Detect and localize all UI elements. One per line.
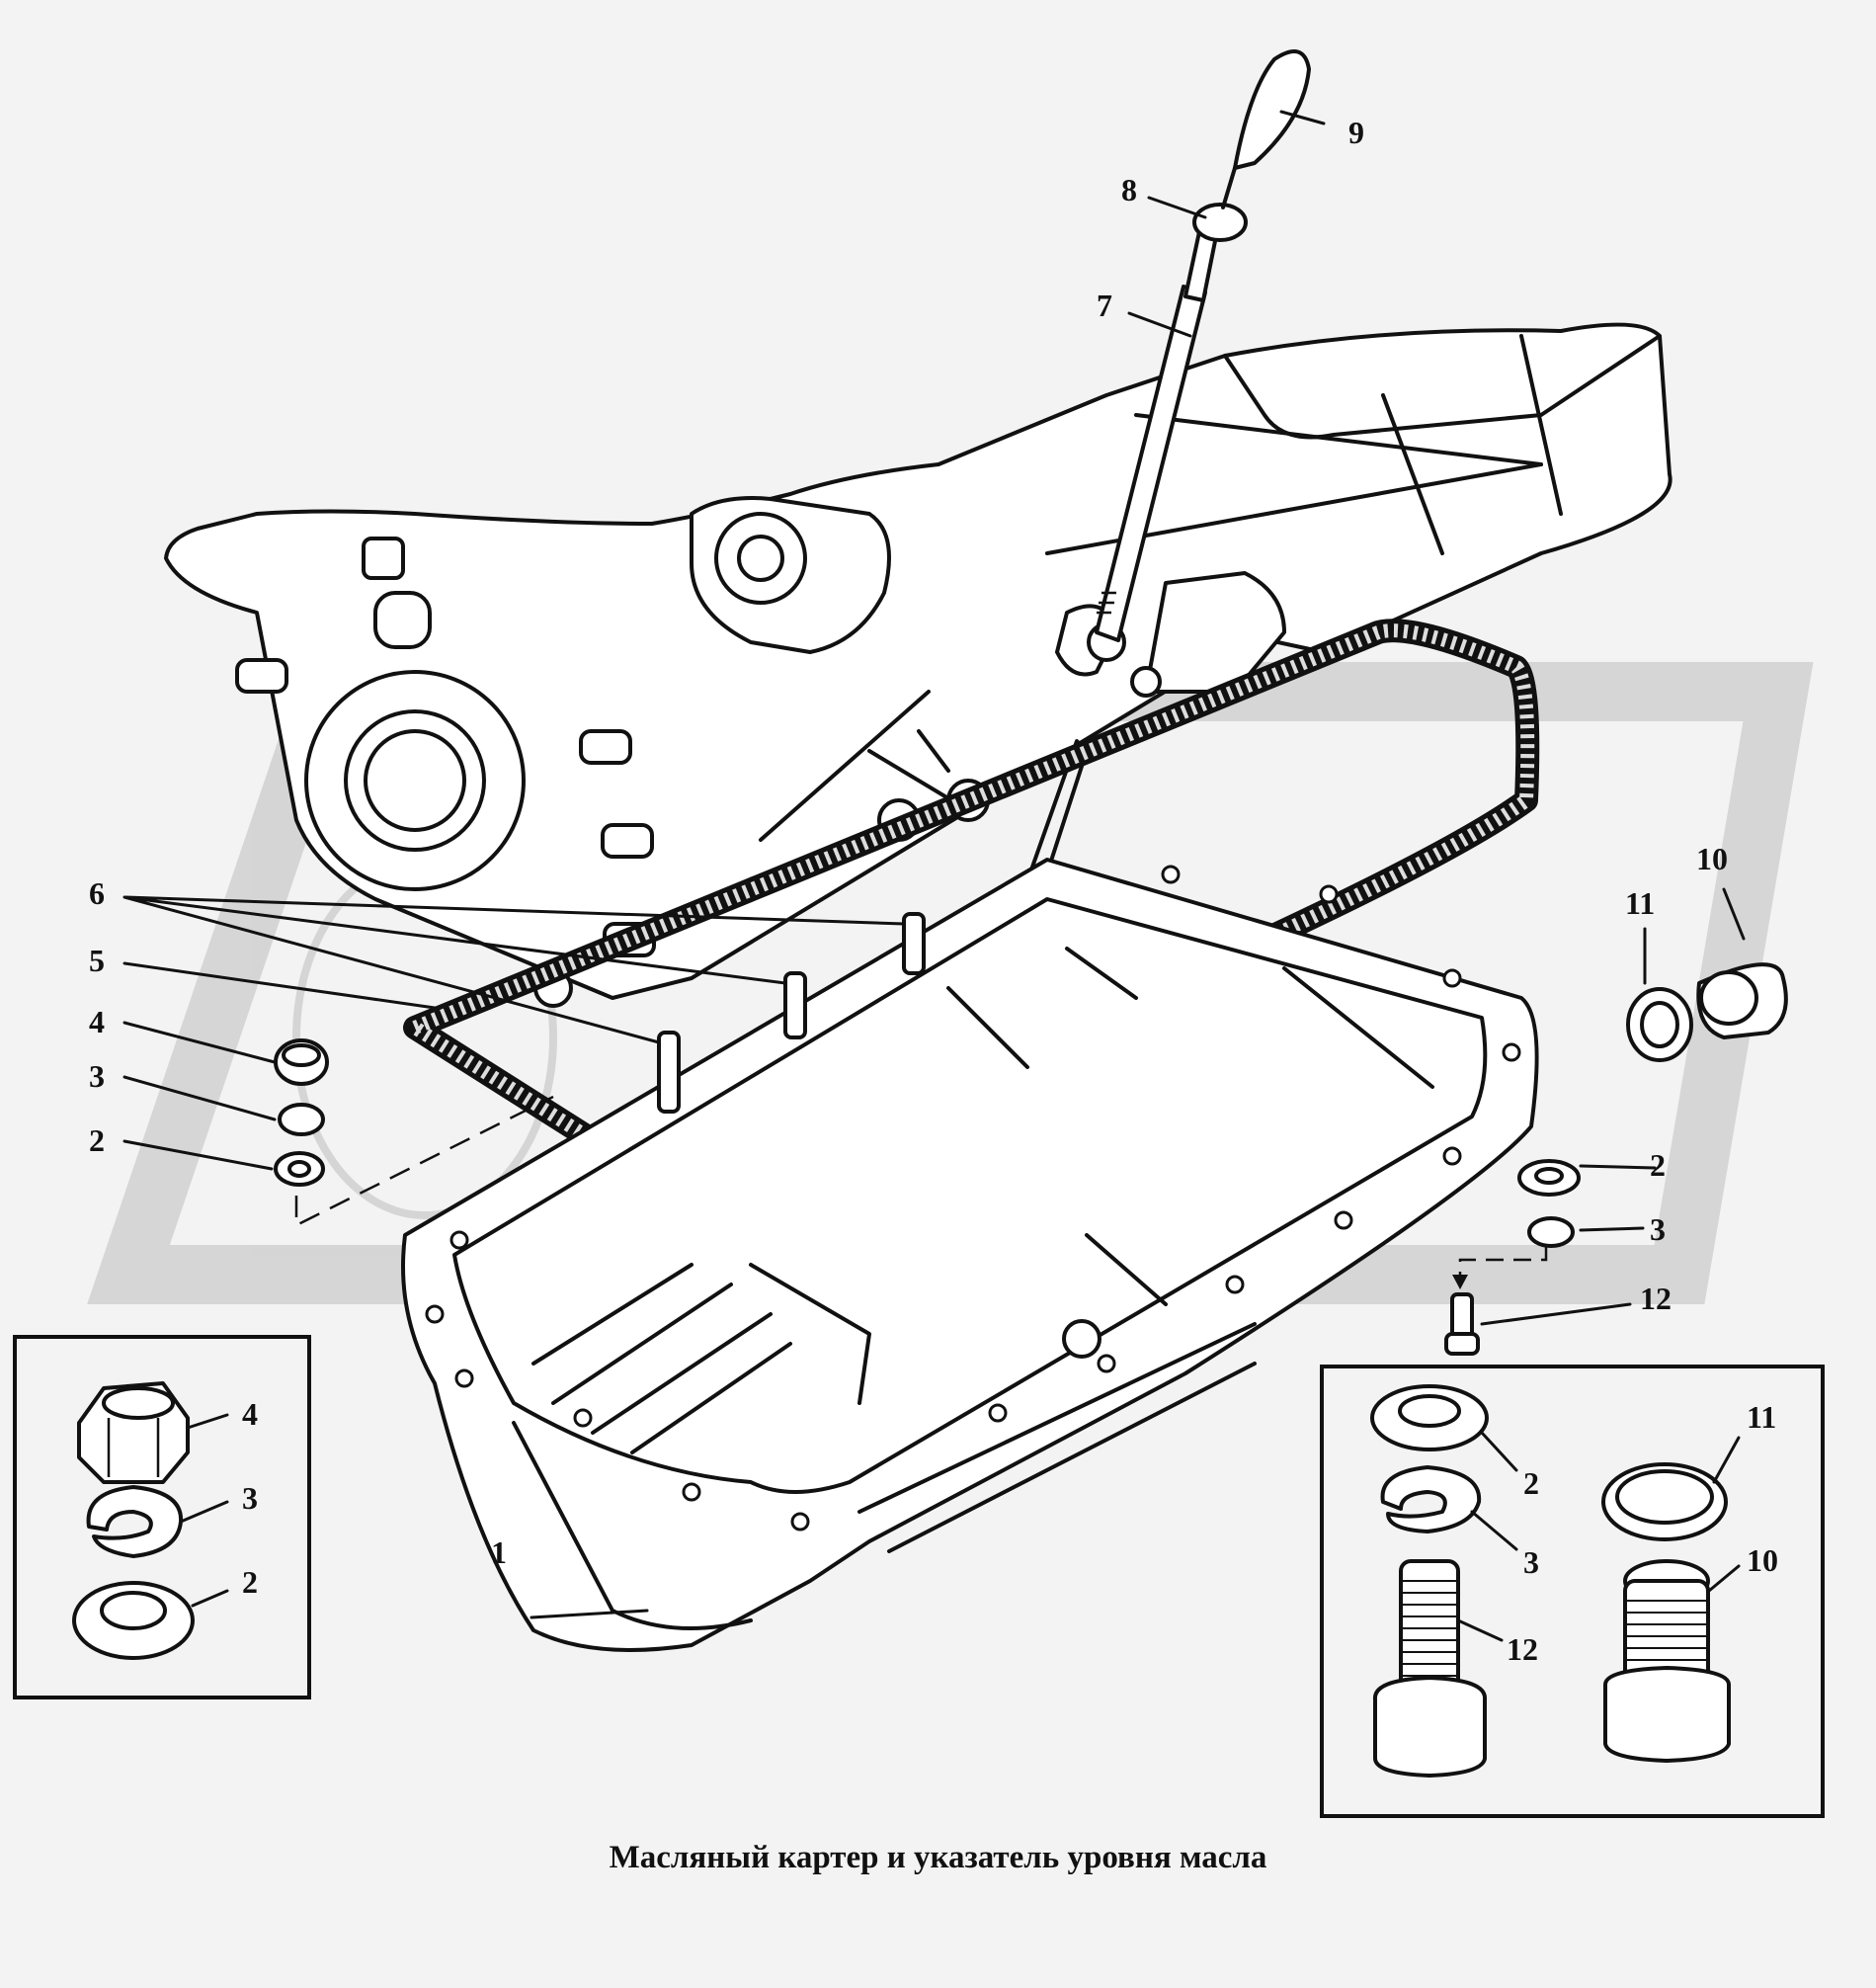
callout-1: 1 <box>491 1534 507 1570</box>
callout-12: 12 <box>1640 1281 1672 1316</box>
inset-left-callout-3: 3 <box>242 1480 258 1516</box>
figure-caption: Масляный картер и указатель уровня масла <box>609 1840 1267 1875</box>
callout-9: 9 <box>1348 115 1364 150</box>
callout-6: 6 <box>89 875 105 911</box>
callout-2-left: 2 <box>89 1122 105 1158</box>
guide-studs <box>657 912 926 1114</box>
callout-3-right: 3 <box>1650 1211 1666 1247</box>
inset-left-callout-2: 2 <box>242 1564 258 1600</box>
inset-right-callout-11: 11 <box>1747 1399 1776 1435</box>
leader-lines <box>122 110 1746 1619</box>
callout-labels: 1 2 3 4 5 6 7 8 9 10 11 2 3 12 <box>89 115 1728 1570</box>
callout-10: 10 <box>1696 841 1728 876</box>
callout-4: 4 <box>89 1004 105 1039</box>
callout-8: 8 <box>1121 172 1137 207</box>
callout-11: 11 <box>1625 885 1655 921</box>
callout-3-left: 3 <box>89 1058 105 1094</box>
inset-right: 2 3 12 11 10 <box>1320 1365 1825 1818</box>
callout-7: 7 <box>1097 288 1112 323</box>
inset-right-callout-3: 3 <box>1523 1544 1539 1580</box>
inset-left: 4 3 2 <box>13 1335 311 1699</box>
oil-pan <box>401 858 1539 1652</box>
callout-5: 5 <box>89 943 105 978</box>
right-fasteners <box>1444 962 1788 1356</box>
inset-right-callout-12: 12 <box>1507 1631 1538 1667</box>
dipstick-assembly <box>1095 49 1311 642</box>
inset-right-callout-10: 10 <box>1747 1542 1778 1578</box>
inset-left-callout-4: 4 <box>242 1396 258 1432</box>
inset-right-callout-2: 2 <box>1523 1465 1539 1501</box>
callout-2-right: 2 <box>1650 1147 1666 1183</box>
transmission-housing <box>164 322 1672 1008</box>
left-fasteners <box>274 1038 554 1228</box>
